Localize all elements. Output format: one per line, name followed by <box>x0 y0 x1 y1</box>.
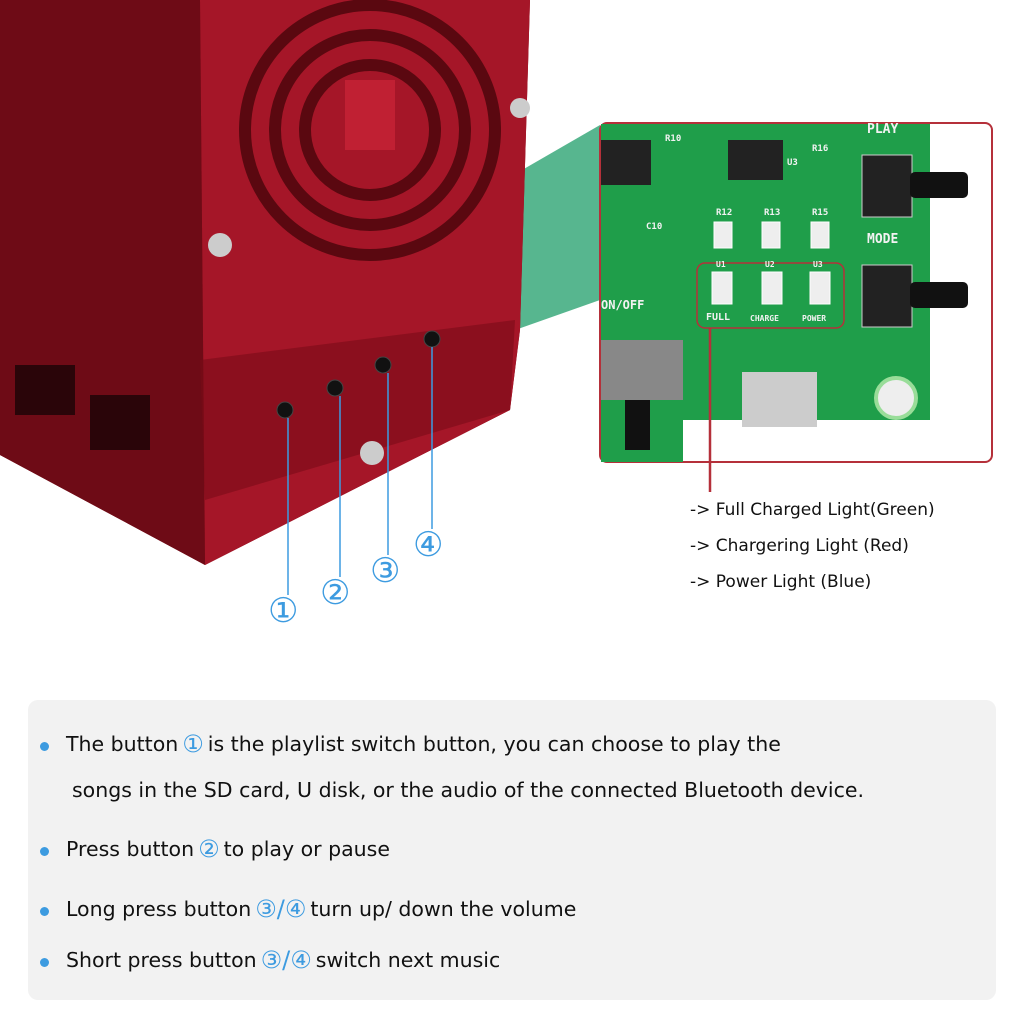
callout-inline: ④ <box>284 895 307 923</box>
callout-inline: ③ <box>255 895 277 923</box>
pcb-label-power: POWER <box>802 314 827 323</box>
note-text: Short press button <box>66 948 257 972</box>
button-2 <box>326 379 344 397</box>
callout-inline: ③ <box>260 946 283 974</box>
callout-lines <box>287 347 433 595</box>
note-4: Short press button ③ / ④ switch next mus… <box>66 946 500 974</box>
onoff-switch <box>601 340 683 400</box>
pcb-label-charge: CHARGE <box>750 314 779 323</box>
callout-2: ② <box>320 573 351 613</box>
callout-inline: ④ <box>290 946 312 974</box>
note-text: is the playlist switch button, you can c… <box>207 732 781 756</box>
screw-icon <box>510 98 530 118</box>
chip-u3 <box>728 140 783 180</box>
pcb-label-full: FULL <box>706 312 731 323</box>
note-text: The button <box>66 732 179 756</box>
led-full <box>711 271 733 305</box>
legend-charging: -> Chargering Light (Red) <box>690 536 909 556</box>
note-text: switch next music <box>315 948 501 972</box>
screw-icon <box>208 233 232 257</box>
music-note-icon <box>345 80 395 150</box>
note-text: Press button <box>66 837 195 861</box>
pcb-label-r10: R10 <box>665 134 682 144</box>
pcb-label-c10: C10 <box>646 222 663 232</box>
speaker-enclosure <box>0 0 530 565</box>
legend-power: -> Power Light (Blue) <box>690 572 872 592</box>
usb-port <box>742 372 817 427</box>
pcb-label-r15: R15 <box>812 208 829 218</box>
pcb-label-r12: R12 <box>716 208 733 218</box>
note-text: turn up/ down the volume <box>310 897 577 921</box>
led-power <box>809 271 831 305</box>
button-1 <box>276 401 294 419</box>
callout-3: ③ <box>370 551 401 591</box>
separator: / <box>276 895 285 923</box>
note-1-line-2: songs in the SD card, U disk, or the aud… <box>72 778 865 802</box>
note-2: Press button ② to play or pause <box>66 835 390 863</box>
button-3 <box>374 356 392 374</box>
mode-switch <box>861 264 913 328</box>
pcb-label-onoff: ON/OFF <box>601 298 645 312</box>
play-switch <box>861 154 913 218</box>
pcb-label-u3: U3 <box>813 260 823 269</box>
pcb-label-mode: MODE <box>867 232 899 247</box>
callout-4: ④ <box>413 525 444 565</box>
note-1: The button ① is the playlist switch butt… <box>66 730 781 758</box>
bullet-icon <box>40 958 49 967</box>
pcb-label-u3-chip: U3 <box>787 158 798 168</box>
bullet-icon <box>40 907 49 916</box>
callout-inline: ① <box>182 730 204 758</box>
pcb-label-r16: R16 <box>812 144 829 154</box>
note-3: Long press button ③ / ④ turn up/ down th… <box>66 895 576 923</box>
led-charge <box>761 271 783 305</box>
callout-inline: ② <box>198 835 220 863</box>
instructions-panel: The button ① is the playlist switch butt… <box>28 700 996 1000</box>
legend-full-charged: -> Full Charged Light(Green) <box>690 500 935 520</box>
pcb-label-play: PLAY <box>867 122 899 137</box>
note-text: to play or pause <box>223 837 390 861</box>
note-text: Long press button <box>66 897 252 921</box>
bullet-icon <box>40 847 49 856</box>
callout-1: ① <box>268 591 299 631</box>
separator: / <box>282 946 291 974</box>
product-illustration <box>0 0 993 595</box>
bullet-icon <box>40 742 49 751</box>
led-highlight <box>696 262 845 329</box>
button-4 <box>423 330 441 348</box>
pcb-label-u2: U2 <box>765 260 775 269</box>
pcb-label-u1: U1 <box>716 260 726 269</box>
pcb-label-r13: R13 <box>764 208 781 218</box>
screw-icon <box>360 441 384 465</box>
